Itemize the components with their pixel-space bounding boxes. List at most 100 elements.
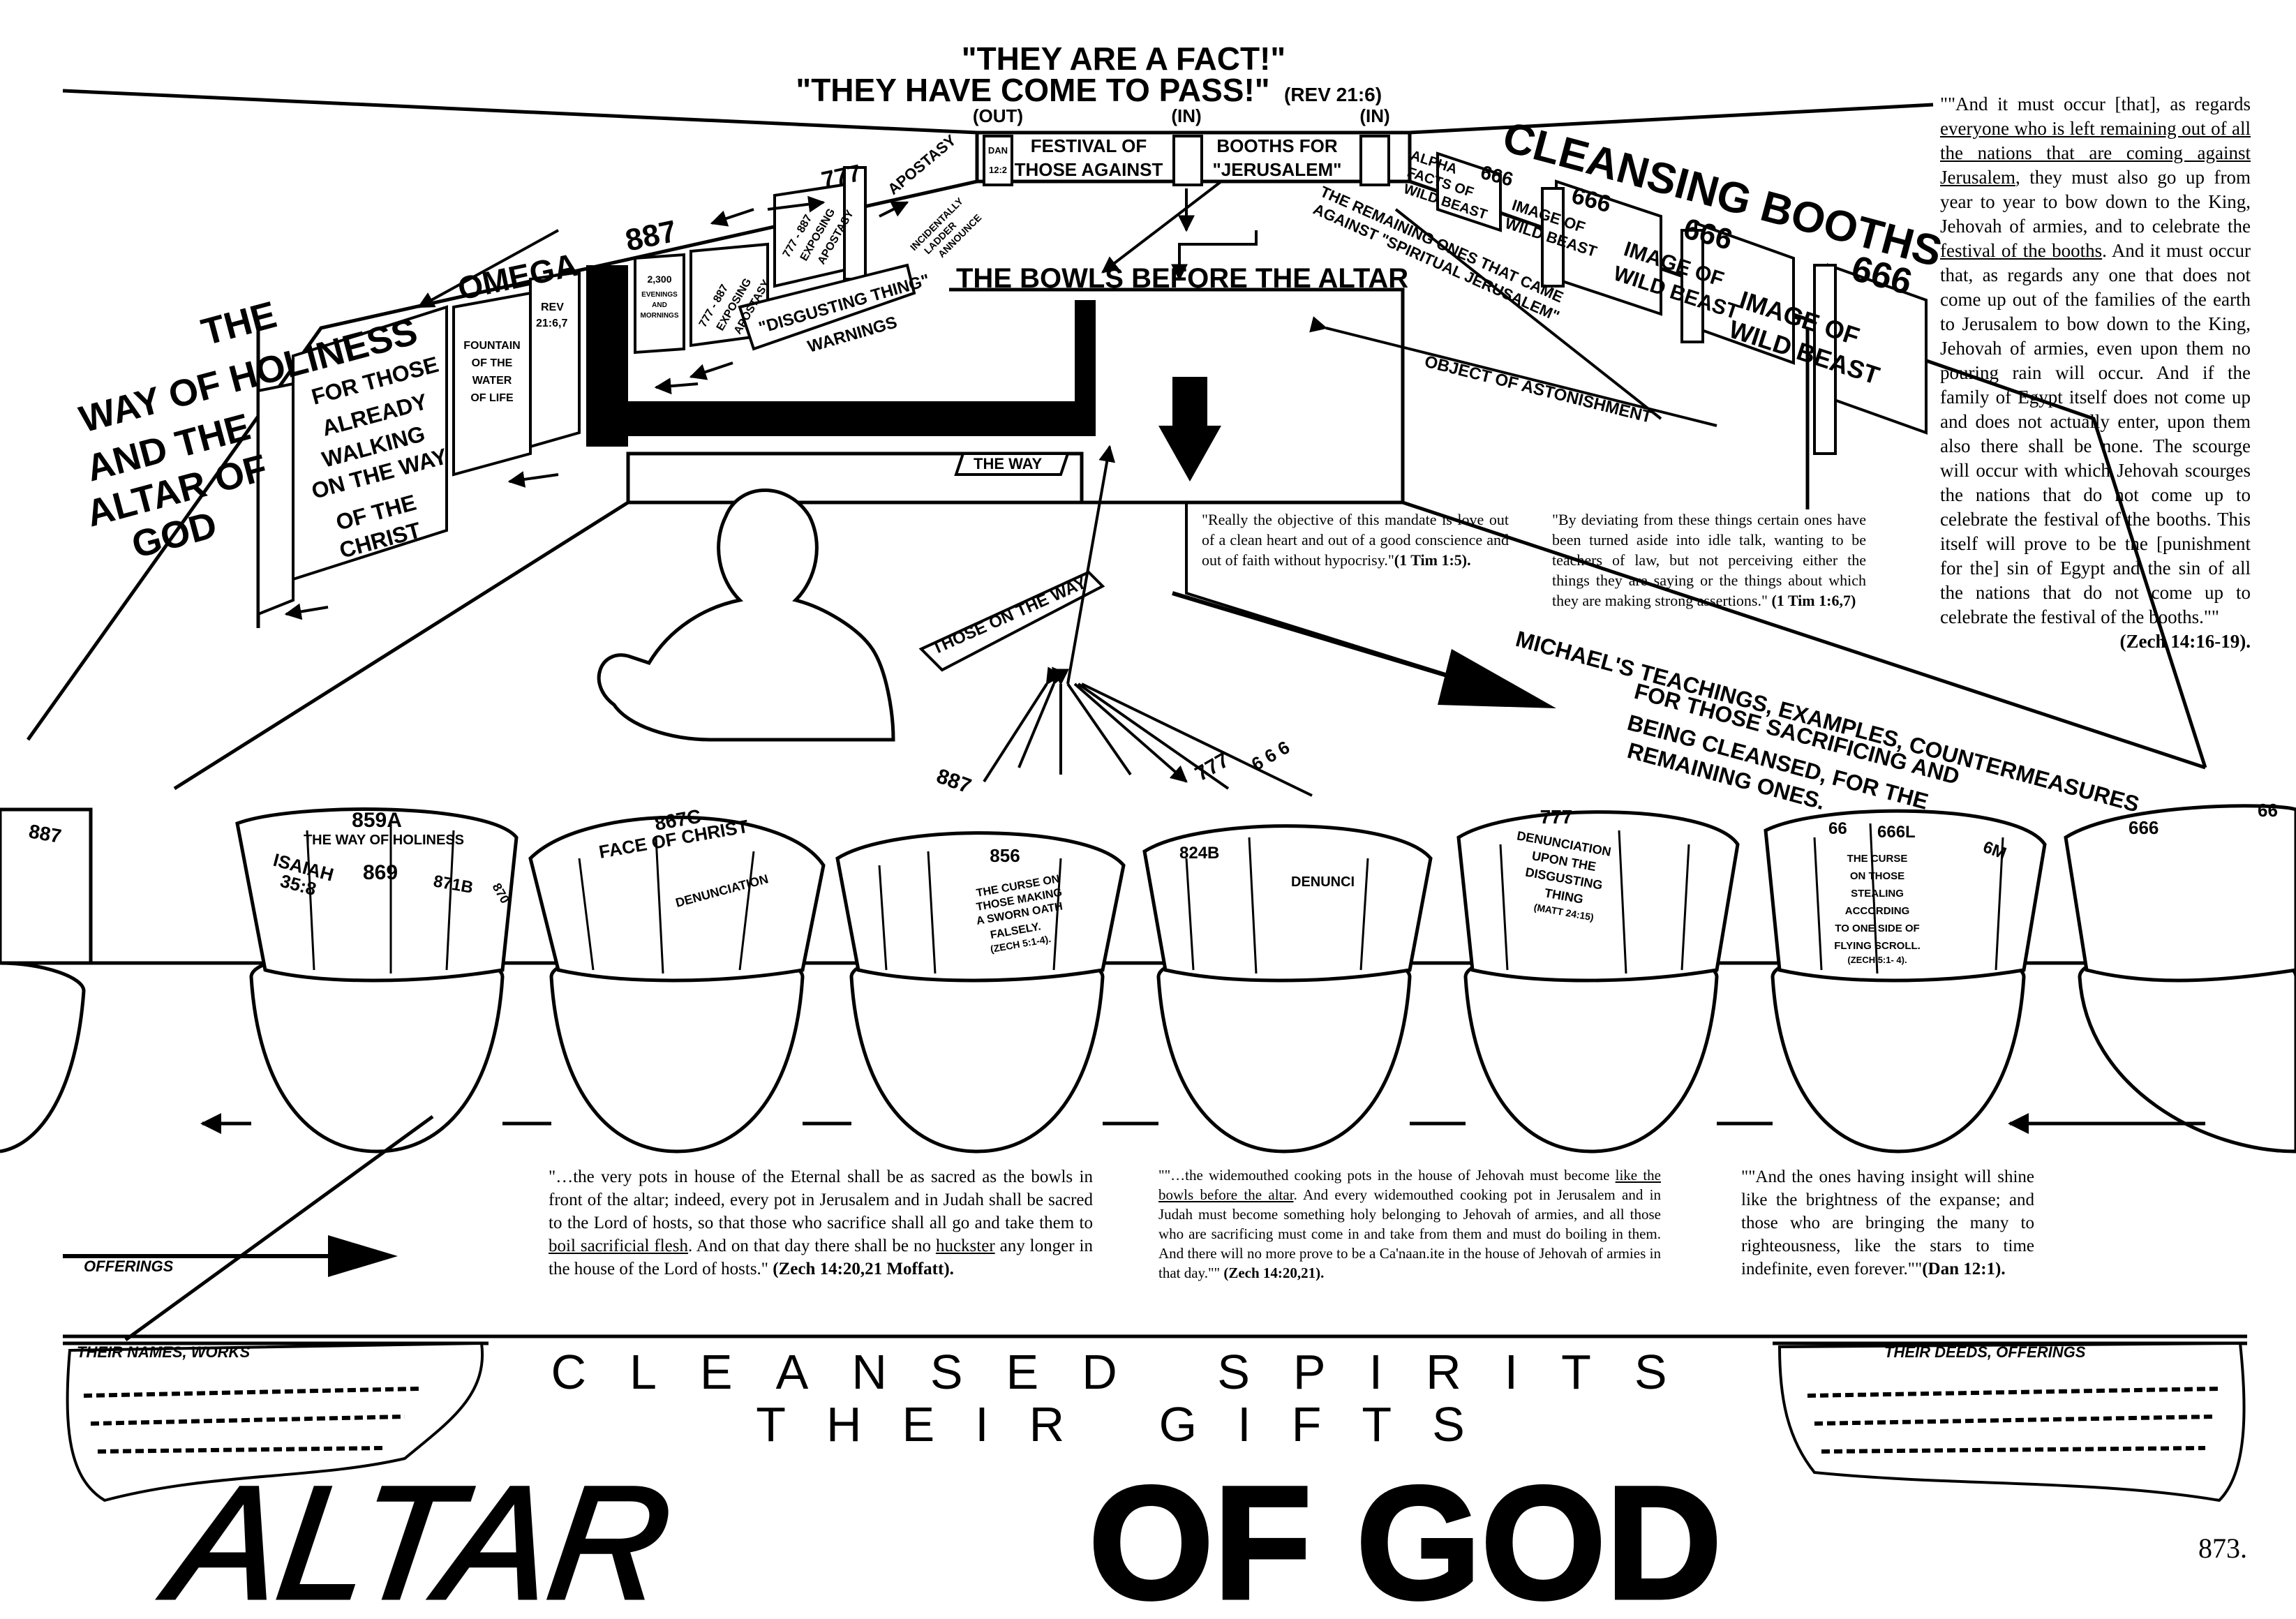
header-line1: "THEY ARE A FACT!" xyxy=(962,40,1285,77)
return-arrows xyxy=(124,1113,2205,1342)
bowl-denunci: DENUNCI xyxy=(1291,874,1355,890)
offerings-arrow xyxy=(63,1235,398,1277)
scroll-2: ON THOSE xyxy=(1850,870,1904,882)
quote-moffatt-ref: (Zech 14:20,21 Moffatt). xyxy=(773,1260,954,1278)
book-6 xyxy=(1764,809,2047,983)
left-arrows xyxy=(284,195,909,620)
header: "THEY ARE A FACT!" "THEY HAVE COME TO PA… xyxy=(796,40,1389,126)
floor-centre-right xyxy=(1402,500,2206,770)
the-way-label: THE WAY xyxy=(974,455,1043,472)
ceiling-line-left xyxy=(62,89,978,135)
evenings-b: EVENINGS xyxy=(641,291,678,299)
book-5 xyxy=(1456,810,1740,983)
booth-post-1 xyxy=(1541,187,1565,288)
booths-label-b: "JERUSALEM" xyxy=(1212,159,1341,180)
bowl-859a: 859A xyxy=(352,809,402,832)
quote-dan-12-1: ""And the ones having insight will shine… xyxy=(1741,1165,2034,1281)
bowl-666-right: 666 xyxy=(2129,817,2159,838)
bowl-856: 856 xyxy=(990,845,1020,866)
bowl-666l: 666L xyxy=(1877,823,1916,842)
dan-label: DAN xyxy=(988,145,1008,156)
bowl-66-right: 66 xyxy=(2258,800,2278,821)
book-3 xyxy=(835,831,1126,983)
sign-holiness-post xyxy=(257,382,295,616)
those-on-way-label: THOSE ON THE WAY xyxy=(929,574,1089,659)
quote-zech16-ref: (Zech 14:16-19). xyxy=(2119,631,2251,652)
altar-box xyxy=(949,288,1405,505)
altar-title-b: OF GOD xyxy=(1089,1453,1722,1619)
dan-ref: 12:2 xyxy=(989,165,1007,175)
sign-the-way xyxy=(954,452,1070,476)
quote-moffatt-underline-2: huckster xyxy=(935,1237,995,1255)
evenings-a: 2,300 xyxy=(647,274,671,285)
bowl-66: 66 xyxy=(1828,819,1847,838)
quote-tim167-text: "By deviating from these things certain … xyxy=(1552,511,1866,609)
bowl-way-holiness: THE WAY OF HOLINESS xyxy=(304,833,464,848)
bowl-0 xyxy=(0,961,86,1154)
scroll-7: (ZECH 5:1- 4). xyxy=(1847,955,1907,965)
bowl-869: 869 xyxy=(363,861,398,884)
footer-band xyxy=(63,1334,2247,1345)
altar-route xyxy=(586,265,1221,482)
scroll-5: TO ONE SIDE OF xyxy=(1835,923,1919,934)
scroll-left xyxy=(66,1341,484,1502)
dan-sign xyxy=(983,135,1013,186)
quote-zech16-b: , they must also go up from year to year… xyxy=(1940,167,2251,237)
ceiling-line-right xyxy=(1409,103,1934,135)
quote-dan-text: ""And the ones having insight will shine… xyxy=(1741,1167,2034,1278)
header-out: (OUT) xyxy=(973,105,1023,126)
bowl-824b: 824B xyxy=(1179,844,1219,863)
quote-zech-14-20: ""…the widemouthed cooking pots in the h… xyxy=(1158,1165,1661,1283)
offerings-label: OFFERINGS xyxy=(84,1258,174,1275)
quote-zech1420-underline: like the bowls before the altar xyxy=(1158,1167,1661,1203)
quote-zech-14-16: ""And it must occur [that], as regards e… xyxy=(1940,92,2251,654)
scroll-right xyxy=(1777,1341,2246,1502)
way-holiness-1: THE xyxy=(197,294,281,354)
festival-label-b: THOSE AGAINST xyxy=(1015,159,1163,180)
fountain-b: OF THE xyxy=(472,357,513,369)
quote-zech1420-a: ""…the widemouthed cooking pots in the h… xyxy=(1158,1167,1616,1184)
ray-label-666: 6 6 6 xyxy=(1248,736,1293,775)
header-line2: "THEY HAVE COME TO PASS!" xyxy=(796,72,1269,108)
cleansed-spirits: CLEANSED SPIRITS xyxy=(551,1345,1710,1399)
quote-moffatt-c: any longer in the house of the Lord of h… xyxy=(549,1237,1093,1278)
booth-post-3 xyxy=(1813,264,1837,455)
object-of-astonishment: OBJECT OF ASTONISHMENT xyxy=(1423,352,1655,427)
quote-moffatt-a: "…the very pots in house of the Eternal … xyxy=(549,1167,1093,1232)
book-0 xyxy=(0,807,93,965)
back-signs xyxy=(983,135,1390,186)
michael-1: MICHAEL'S TEACHINGS, EXAMPLES, COUNTERME… xyxy=(1513,626,2142,817)
quote-dan-ref: (Dan 12:1). xyxy=(1922,1260,2006,1278)
bowls-before-altar-label: THE BOWLS BEFORE THE ALTAR xyxy=(956,263,1408,294)
sign-rev xyxy=(529,270,581,449)
bowl-row xyxy=(0,804,2296,1154)
scroll-4: ACCORDING xyxy=(1845,905,1910,917)
quote-moffatt-b: . And on that day there shall be no xyxy=(687,1237,936,1255)
quote-zech16-c: . And it must occur that, as regards any… xyxy=(1940,240,2251,627)
names-works-label: THEIR NAMES, WORKS xyxy=(77,1343,250,1361)
book-4 xyxy=(1142,824,1433,983)
person-figure xyxy=(597,488,895,742)
header-in-1: (IN) xyxy=(1171,105,1201,126)
evenings-c: AND xyxy=(652,301,667,309)
michael-arrow xyxy=(1172,591,1556,708)
ray-label-887: 887 xyxy=(934,765,974,798)
sign-evenings xyxy=(634,253,685,355)
fountain-a: FOUNTAIN xyxy=(463,340,520,352)
quote-tim15-ref: (1 Tim 1:5). xyxy=(1394,551,1471,569)
booth-panels xyxy=(1436,151,1928,455)
booths-label-a: BOOTHS FOR xyxy=(1216,135,1338,156)
page-number: 873. xyxy=(2198,1532,2247,1564)
quote-tim15-text: "Really the objective of this mandate is… xyxy=(1202,511,1509,569)
rev-a: REV xyxy=(541,301,564,313)
scroll-6: FLYING SCROLL. xyxy=(1834,940,1921,952)
booth-panel-1 xyxy=(1436,151,1502,232)
scroll-1: THE CURSE xyxy=(1847,853,1908,865)
quote-tim167-ref: (1 Tim 1:6,7) xyxy=(1771,592,1856,609)
header-in-2: (IN) xyxy=(1359,105,1389,126)
sign-those-on-way xyxy=(918,570,1105,672)
festival-label-a: FESTIVAL OF xyxy=(1031,135,1147,156)
quote-zech1420-ref: (Zech 14:20,21). xyxy=(1223,1264,1325,1281)
quote-moffatt-underline: boil sacrificial flesh xyxy=(549,1237,688,1255)
